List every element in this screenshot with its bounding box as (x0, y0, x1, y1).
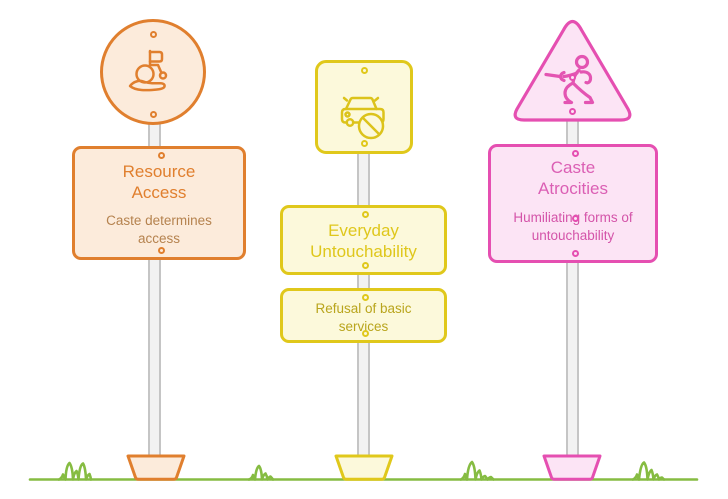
screw-icon (569, 74, 576, 81)
grass-tuft (247, 464, 275, 481)
sign-subtitle: Humiliating forms of untouchability (513, 210, 633, 243)
sign-everyday-untouchability: Everyday Untouchability (280, 205, 447, 275)
hand-holding-wheelchair-icon (128, 49, 168, 92)
grass-tuft (459, 460, 495, 481)
screw-icon (362, 294, 369, 301)
screw-icon (158, 247, 165, 254)
screw-icon (362, 211, 369, 218)
screw-icon (572, 150, 579, 157)
car-prohibited-icon (340, 96, 385, 140)
screw-icon (572, 250, 579, 257)
square-head-sign (315, 60, 413, 154)
screw-icon (362, 262, 369, 269)
sign-subtitle: Caste determines access (106, 213, 212, 246)
grass-tuft (631, 461, 666, 481)
fencer-attack-icon (544, 54, 595, 105)
signpost-base (334, 454, 394, 481)
sign-title: Resource Access (122, 162, 196, 202)
sign-subtitle: Refusal of basic services (315, 301, 412, 334)
sign-resource-access: Resource Access Caste determines access (72, 146, 246, 260)
screw-icon (569, 108, 576, 115)
screw-icon (362, 330, 369, 337)
triangle-head-sign (513, 19, 632, 122)
sign-refusal-services: Refusal of basic services (280, 288, 447, 343)
screw-icon (572, 215, 579, 222)
signpost-base (542, 454, 602, 481)
sign-title: Everyday Untouchability (310, 221, 417, 261)
screw-icon (361, 140, 368, 147)
sign-title: Caste Atrocities (538, 158, 608, 198)
screw-icon (150, 111, 157, 118)
grass-tuft (57, 461, 93, 481)
screw-icon (158, 152, 165, 159)
signpost-base (126, 454, 186, 481)
screw-icon (150, 31, 157, 38)
sign-caste-atrocities: Caste Atrocities Humiliating forms of un… (488, 144, 658, 263)
screw-icon (361, 67, 368, 74)
